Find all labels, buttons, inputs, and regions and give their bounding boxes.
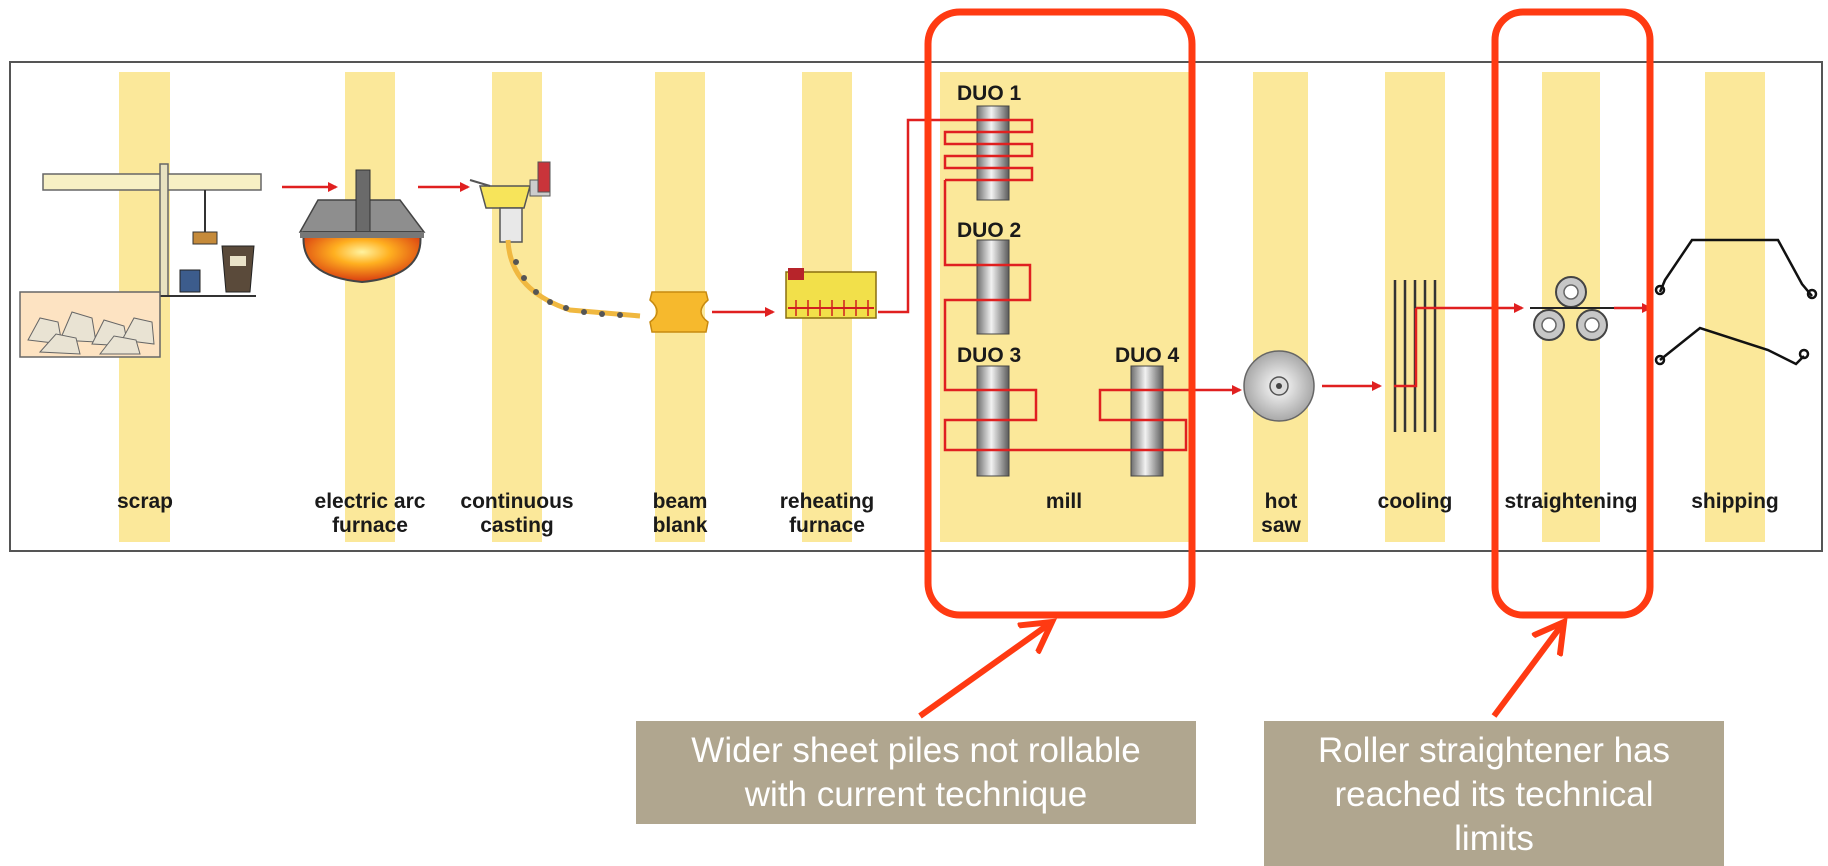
duo-label-4: DUO 4 bbox=[1115, 344, 1180, 367]
duo-label-1: DUO 1 bbox=[957, 82, 1022, 105]
scrap-bin-icon bbox=[19, 291, 161, 358]
flow-arrows bbox=[282, 118, 1652, 395]
reheating-furnace-icon bbox=[785, 268, 877, 319]
straightener-highlight bbox=[1491, 8, 1654, 619]
mill-highlight bbox=[924, 8, 1196, 619]
label-mill: mill bbox=[1046, 490, 1082, 513]
saw-blade-icon bbox=[1243, 350, 1315, 422]
straightener-rollers-icon bbox=[1530, 276, 1614, 341]
label-shipping: shipping bbox=[1691, 490, 1779, 513]
beam-blank-icon bbox=[649, 291, 709, 333]
label-cooling: cooling bbox=[1378, 490, 1453, 513]
label-straight: straightening bbox=[1504, 490, 1637, 513]
duo1-roll bbox=[976, 105, 1010, 201]
arc-furnace-icon bbox=[298, 169, 426, 284]
mill-callout-arrow bbox=[918, 622, 1052, 719]
straightener-callout-arrow bbox=[1491, 622, 1564, 718]
straightener-callout-box bbox=[1264, 721, 1724, 866]
label-scrap: scrap bbox=[117, 490, 173, 513]
band-casting bbox=[492, 72, 542, 542]
ladle-icon bbox=[469, 161, 641, 319]
crane-icon bbox=[42, 163, 262, 297]
band-shipping bbox=[1705, 72, 1765, 542]
band-eaf bbox=[345, 72, 395, 542]
duo2-roll bbox=[976, 239, 1010, 335]
sheet-pile-icon bbox=[1654, 238, 1818, 366]
mill-pass-path bbox=[943, 118, 1188, 452]
cooling-pass-path bbox=[1394, 308, 1418, 388]
duo-label-2: DUO 2 bbox=[957, 219, 1021, 242]
mill-callout-box bbox=[636, 721, 1196, 824]
duo-label-3: DUO 3 bbox=[957, 344, 1021, 367]
band-saw bbox=[1253, 72, 1308, 542]
